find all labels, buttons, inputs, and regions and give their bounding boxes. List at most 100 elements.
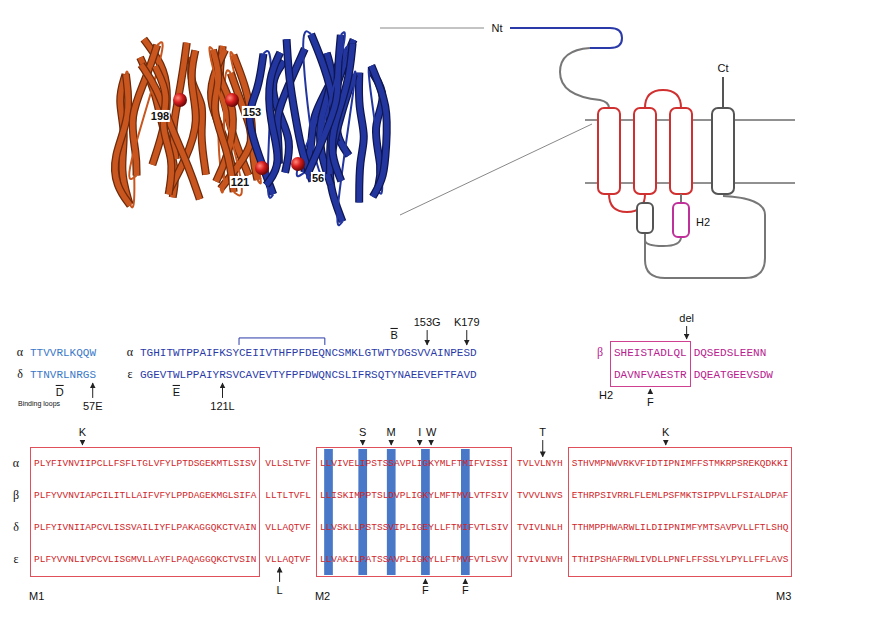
cytoplasmic-loop [645,196,765,278]
strand-outline [287,39,313,181]
residue-mark: S [359,426,366,438]
segment-name: M3 [776,590,791,602]
m2-segment-box: M2LLVIVELIPSTSSAVPLIGKYMLFTMIFVISSILLISK… [316,447,512,577]
beta-strand [213,50,234,192]
loop-coil [209,47,241,195]
c-terminal-tail [722,77,724,108]
sequence-fragment: GGEVTWLPPAIYRSVCAVEVTYFPFDWQNCSLIFRSQTYN… [140,369,477,381]
subunit-letter: β [13,489,19,502]
pointer-arrow [92,383,93,398]
pointer-arrow [391,440,392,445]
helix-m1 [598,108,620,194]
helix-m2 [634,108,656,194]
m3-segment-box: M3STHVMPNWVRKVFIDTIPNIMFFSTMKRPSREKQDKKI… [568,447,793,577]
helix-label: H2 [696,216,710,228]
sequence-segment: SHEISTADLQL [614,342,687,364]
beta-strand [359,73,364,203]
chain-line [680,194,682,203]
pointer-arrow [279,567,280,582]
pointer-arrow [542,440,543,457]
pointer-arrow [425,579,426,582]
helix-small [637,203,653,233]
sequence-segment: TTHMPPHWARWLILDIIPNIMFYMTSAVPVLLFTLSHQ [572,512,789,544]
chain-line [645,237,681,246]
beta-strand [307,35,341,175]
binding-loop-letter: D [56,386,64,398]
mutation-label: 57E [83,400,103,412]
loop-coil [307,32,345,178]
binding-loop-letter: B [390,329,397,341]
residue-mark: M [387,426,396,438]
beta-strand [155,66,171,194]
strand-outline [213,50,234,192]
sequence-segment: PLYFIVNVIIPCLLFSFLTGLVFYLPTDSGEKMTLSISV [34,448,256,480]
subunit-letter: β [597,346,603,359]
deletion-mark: del [679,312,694,324]
strand-outline [141,65,200,200]
subunit-letter: α [127,346,133,359]
residue-mark: K [79,426,86,438]
sequence-fragment: TVLVLNYH [517,459,563,469]
pointer-arrow [465,579,466,582]
m1-segment-box: M1PLYFIVNVIIPCLLFSFLTGLVFYLPTDSGEKMTLSIS… [30,447,260,577]
residue-mark: T [539,426,546,438]
pointer-arrow [419,440,420,445]
pointer-arrow [82,440,83,445]
sequence-fragment: VLLSLTVF [265,459,311,469]
sequence-segment: PLFYVVNLIVPCVLISGMVLLAYFLPAQAGGQKCTVSIN [34,544,256,576]
sequence-fragment: VLLAQTVF [265,523,311,533]
sequence-fragment: DQSEDSLEENN [694,347,767,359]
sequence-fragment: TTNVRLNRGS [30,369,96,381]
pointer-arrow [665,440,666,445]
terminus-label: Nt [492,22,503,34]
sequence-segment: STHVMPNWVRKVFIDTIPNIMFFSTMKRPSREKQDKKI [572,448,789,480]
pointer-arrow [222,383,223,398]
sequence-segment: TTHIPSHAFRWLIVDLLPNFLFFSSLYLPYLLFFLAVS [572,544,789,576]
helix-h2 [673,203,689,237]
sequence-fragment: DQEATGEEVSDW [694,369,773,381]
residue-mark: L [277,584,283,596]
subunit-letter: α [17,346,23,359]
mutation-label: F [647,396,654,408]
sequence-fragment: TTVVRLKQQW [30,347,96,359]
segment-name: H2 [599,389,613,401]
sequence-fragment: VLLAQTVF [265,555,311,565]
sequence-segment: ETHRPSIVRRLFLEMLPSFMKTSIPPVLLFSIALDPAF [572,480,789,512]
helix-m4 [712,108,734,194]
binding-loops-note: Binding loops [18,400,60,408]
sequence-segment: DAVNFVAESTR [614,364,687,386]
sequence-fragment: LLTLTVFL [265,491,311,501]
subunit-letter: ε [127,368,132,381]
subunit-letter: α [13,457,19,470]
subunit-letter: δ [17,368,23,381]
sequence-segment: PLFYIVNIIAPCVLISSVAILIYFLPAKAGGQKCTVAIN [34,512,256,544]
sequence-fragment: TVIVLNLH [517,523,563,533]
terminus-label: Ct [718,62,729,74]
residue-sphere [225,93,239,107]
subunit-letter: ε [13,553,18,566]
mutation-label: K179 [454,316,480,328]
sequence-fragment: TVIVLNVH [517,555,563,565]
residue-sphere [173,93,187,107]
chain-line [560,48,609,108]
ribbon-structure [115,31,387,225]
leader-line [380,28,484,29]
residue-sphere [255,161,269,175]
pointer-arrow [362,440,363,445]
helix-m3 [670,108,692,194]
subunit-letter: δ [13,521,19,534]
beta-strand [287,39,313,181]
residue-sphere [291,157,305,171]
mutation-label: 121L [210,400,234,412]
beta-strand [115,74,130,205]
sequence-segment: PLFYVVNVIAPCILITLLAIFVFYLPPDAGEKMGLSIFA [34,480,256,512]
sequence-segment: LLVSKLLPSTSSVIPLIGEYLLFTMIFVTLSIV [320,512,508,544]
loop [645,90,681,108]
sequence-segment: LLVIVELIPSTSSAVPLIGKYMLFTMIFVISSI [320,448,508,480]
sequence-fragment: TVVVLNVS [517,491,563,501]
residue-mark: K [662,426,669,438]
leader-line [400,124,592,215]
residue-mark: F [422,584,429,596]
n-terminal-domain [510,28,622,48]
strand-outline [155,66,171,194]
